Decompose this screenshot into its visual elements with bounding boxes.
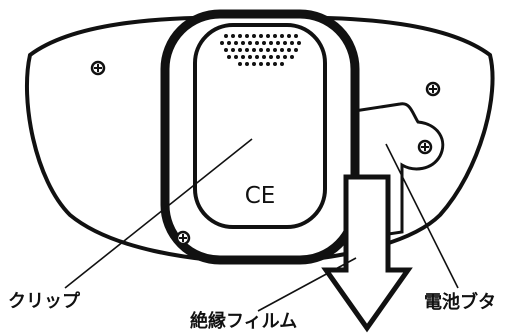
leader-line-clip (64, 138, 253, 289)
leader-line-film (257, 257, 357, 312)
screw-icon (425, 81, 441, 97)
clip-inner-panel (193, 23, 327, 229)
pull-arrow (321, 174, 413, 333)
label-battery-cover: 電池ブタ (424, 292, 496, 313)
screw-icon (417, 139, 433, 155)
speaker-grille (220, 34, 301, 66)
screw-icon (90, 60, 106, 76)
label-clip: クリップ (8, 291, 80, 312)
leader-line-battery (385, 143, 459, 289)
screw-icon (175, 230, 191, 246)
ce-mark: CE (245, 183, 276, 209)
label-insulation-film: 絶縁フィルム (190, 311, 298, 332)
